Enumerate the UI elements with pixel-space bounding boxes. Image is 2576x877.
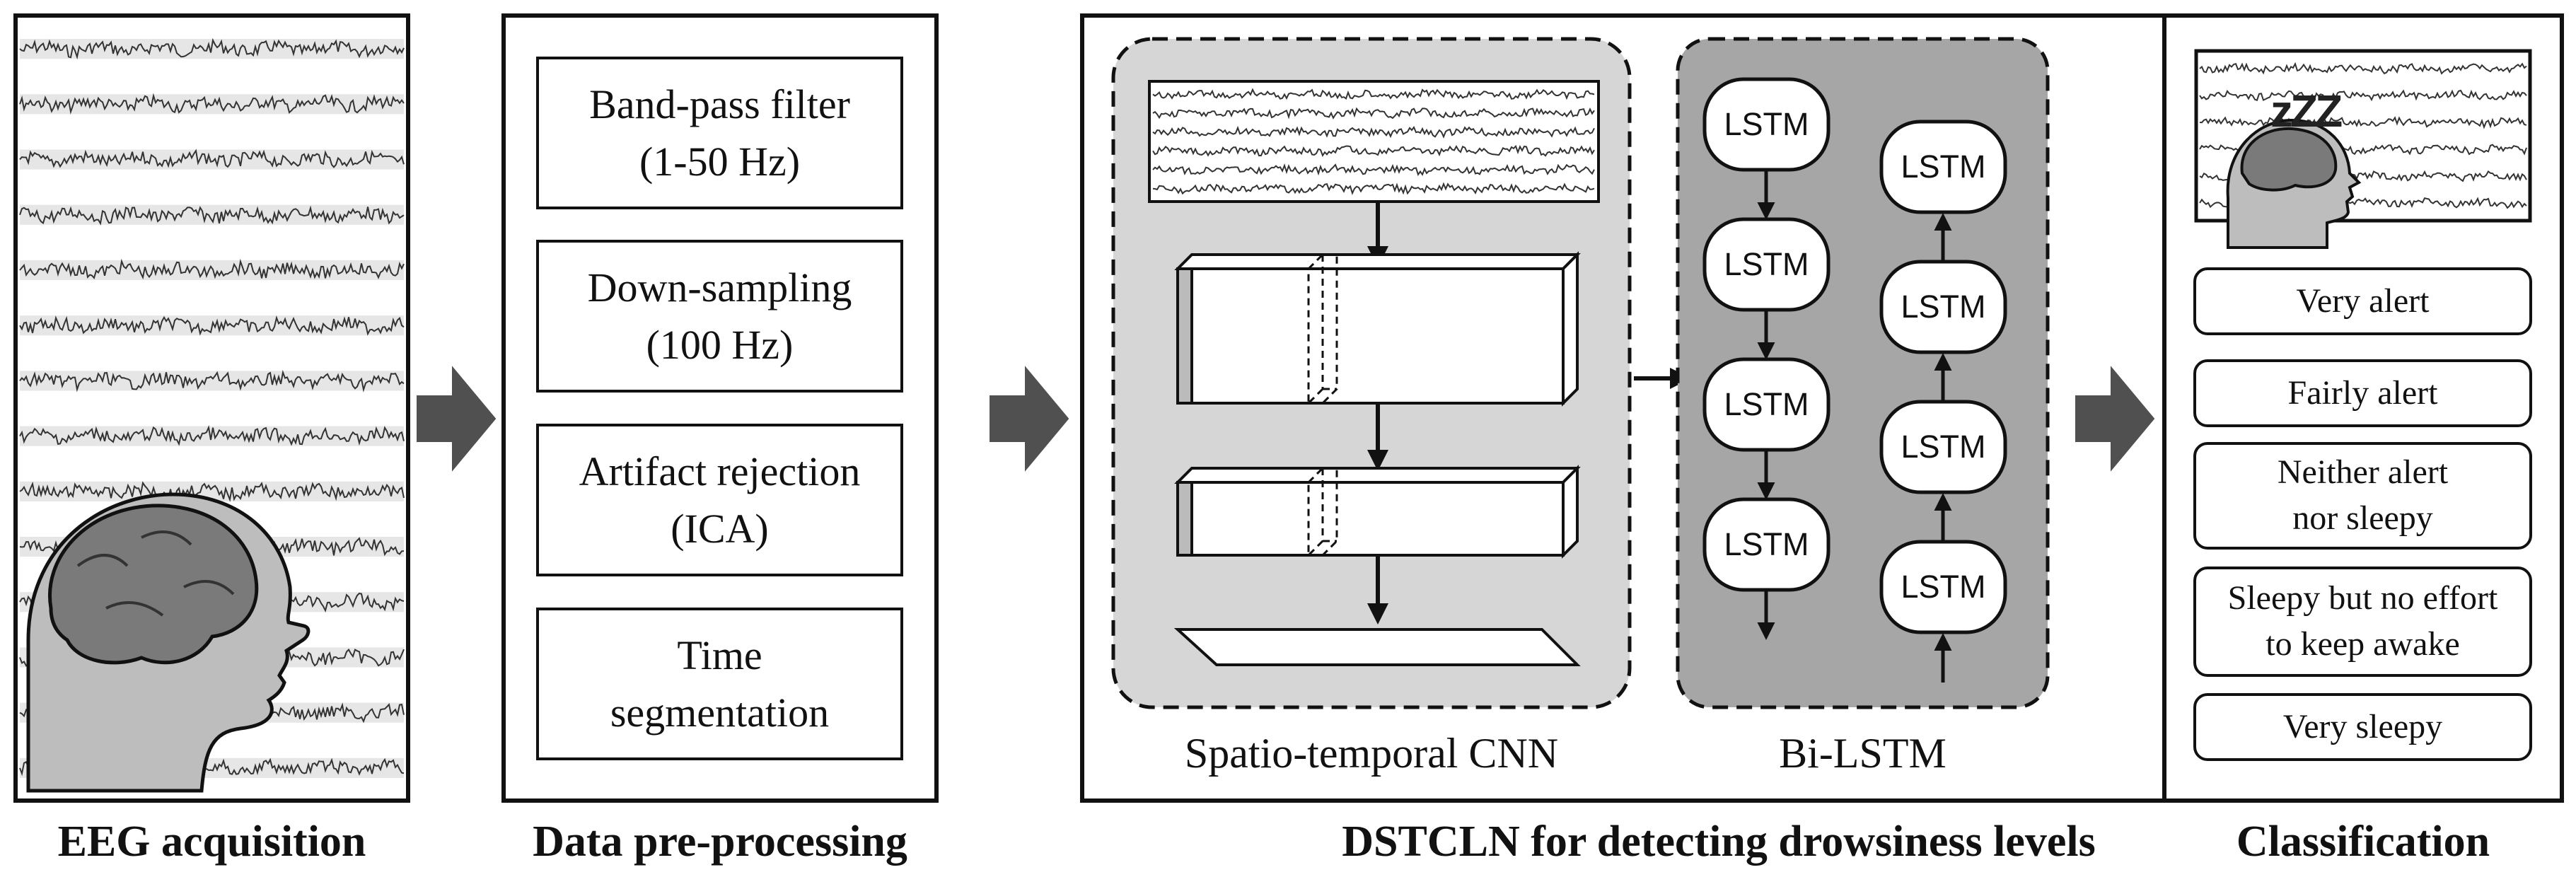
cnn-input-trace-line xyxy=(1152,163,1595,177)
downsampling-line2: (100 Hz) xyxy=(646,322,794,368)
class-neither-line1: Neither alert xyxy=(2277,453,2449,492)
lstm-forward-4-label: LSTM xyxy=(1724,526,1809,562)
sleep-zzz-text: zZZ xyxy=(2270,86,2343,137)
class-box-sleepy xyxy=(2193,567,2532,677)
lstm-backward-1-label: LSTM xyxy=(1901,149,1986,185)
lstm-forward-cell xyxy=(1702,77,1831,172)
lstm-forward-3-label: LSTM xyxy=(1724,386,1809,422)
eeg-trace-line xyxy=(19,149,405,168)
cnn-input-trace-line xyxy=(1152,88,1595,100)
downsampling-label: Down-sampling (100 Hz) xyxy=(538,241,902,391)
class-sleepy-line2: to keep awake xyxy=(2265,625,2460,663)
lstm-forward-1-label: LSTM xyxy=(1724,106,1809,142)
cnn-input-trace-line xyxy=(1152,182,1595,195)
eeg-trace-line xyxy=(19,258,405,280)
lstm-backward-cell xyxy=(1879,120,2007,214)
time-segmentation-box xyxy=(536,608,903,760)
class-box-neither xyxy=(2193,442,2532,550)
eeg-trace-line xyxy=(19,93,405,115)
artifact-rejection-label: Artifact rejection (ICA) xyxy=(538,425,902,575)
class-trace-line xyxy=(2199,62,2527,75)
class-neither-label: Neither alert nor sleepy xyxy=(2195,443,2531,548)
cnn-input-trace-line xyxy=(1152,144,1595,158)
lstm-forward-cell xyxy=(1702,357,1831,452)
eeg-trace-line xyxy=(19,481,405,502)
eeg-acquisition-title: EEG acquisition xyxy=(57,818,366,866)
class-fairly-alert-line1: Fairly alert xyxy=(2287,373,2438,412)
class-very-alert-label: Very alert xyxy=(2195,269,2531,334)
lstm-backward-4-label: LSTM xyxy=(1901,569,1986,605)
lstm-backward-cell xyxy=(1879,260,2007,354)
cnn-flatten-layer xyxy=(1173,628,1581,666)
cnn-input-trace-line xyxy=(1152,107,1595,120)
lstm-forward-2-label: LSTM xyxy=(1724,246,1809,282)
class-sleepy-line1: Sleepy but no effort xyxy=(2227,579,2498,617)
lstm-forward-cell xyxy=(1702,217,1831,312)
bandpass-filter-label: Band-pass filter (1-50 Hz) xyxy=(538,58,902,208)
eeg-trace-line-stripe xyxy=(20,94,404,115)
cnn-feature-block-2 xyxy=(1174,465,1581,559)
preprocessing-title: Data pre-processing xyxy=(533,818,907,866)
lstm-backward-3-label: LSTM xyxy=(1901,429,1986,465)
lstm-backward-2-label: LSTM xyxy=(1901,289,1986,325)
cnn-label: Spatio-temporal CNN xyxy=(1184,730,1559,777)
cnn-input-trace-line xyxy=(1152,125,1595,139)
artifact-rejection-box xyxy=(536,424,903,576)
downsampling-box xyxy=(536,240,903,393)
class-sleepy-label: Sleepy but no effort to keep awake xyxy=(2195,568,2531,675)
time-segmentation-line1: Time xyxy=(677,632,762,678)
bandpass-filter-box xyxy=(536,57,903,209)
class-neither-line2: nor sleepy xyxy=(2292,499,2433,537)
flow-arrow-1 xyxy=(417,366,497,472)
lstm-backward-cell xyxy=(1879,400,2007,494)
downsampling-line1: Down-sampling xyxy=(587,264,852,310)
bandpass-filter-line2: (1-50 Hz) xyxy=(639,139,801,185)
flow-arrow-2 xyxy=(990,366,1069,472)
cnn-input-eeg xyxy=(1148,80,1600,203)
lstm-backward-column xyxy=(1879,120,2007,683)
class-box-fairly-alert xyxy=(2193,359,2532,427)
sleeping-head-icon xyxy=(2226,118,2362,249)
time-segmentation-line2: segmentation xyxy=(610,690,830,736)
class-trace-line xyxy=(2199,89,2527,102)
lstm-forward-cell xyxy=(1702,497,1831,592)
class-very-sleepy-label: Very sleepy xyxy=(2195,695,2531,760)
class-very-alert-line1: Very alert xyxy=(2296,281,2430,320)
classification-title: Classification xyxy=(2236,818,2490,866)
eeg-trace-line xyxy=(19,205,405,226)
model-title: DSTCLN for detecting drowsiness levels xyxy=(1342,818,2096,866)
eeg-trace-line xyxy=(19,37,405,60)
eeg-signal-traces xyxy=(19,37,405,778)
class-very-sleepy-line1: Very sleepy xyxy=(2282,707,2443,745)
class-fairly-alert-label: Fairly alert xyxy=(2195,361,2531,426)
time-segmentation-label: Time segmentation xyxy=(538,609,902,759)
class-box-very-alert xyxy=(2193,267,2532,335)
eeg-trace-line xyxy=(19,424,405,446)
lstm-forward-column xyxy=(1702,77,1831,640)
head-silhouette-icon xyxy=(26,492,311,793)
class-box-very-sleepy xyxy=(2193,693,2532,761)
bandpass-filter-line1: Band-pass filter xyxy=(589,81,850,127)
artifact-rejection-line2: (ICA) xyxy=(671,506,769,552)
flow-arrow-3 xyxy=(2075,366,2155,472)
lstm-backward-cell xyxy=(1879,540,2007,634)
eeg-trace-line xyxy=(19,315,405,336)
artifact-rejection-line1: Artifact rejection xyxy=(579,448,861,494)
class-trace-line xyxy=(2199,116,2527,129)
bilstm-label: Bi-LSTM xyxy=(1779,730,1946,777)
cnn-input-traces xyxy=(1152,88,1595,195)
eeg-trace-line xyxy=(19,369,405,393)
cnn-feature-block-1 xyxy=(1174,251,1581,407)
